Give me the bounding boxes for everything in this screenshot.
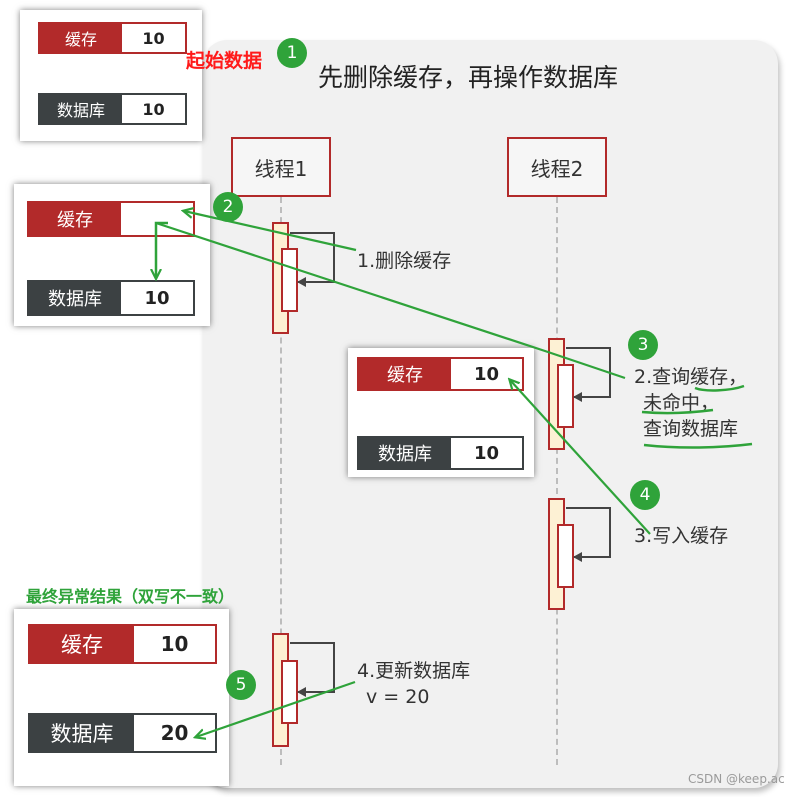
final-db-label: 数据库 [30, 715, 134, 751]
final-result-note: 最终异常结果（双写不一致） [26, 587, 235, 606]
step-4-label-line2: v = 20 [366, 686, 430, 708]
underline-query-cache [694, 384, 745, 392]
step-4-label-line1: 4.更新数据库 [357, 660, 471, 682]
step-badge-5: 5 [226, 670, 256, 700]
after-write-db-value: 10 [451, 438, 522, 468]
step-badge-4: 4 [630, 480, 660, 510]
initial-db-label: 数据库 [40, 95, 122, 123]
initial-cache-label: 缓存 [40, 24, 122, 52]
after-delete-cache-label: 缓存 [29, 203, 121, 235]
step-3-label: 3.写入缓存 [634, 525, 729, 547]
after-write-db-label: 数据库 [359, 438, 451, 468]
step-2-label-line2: 未命中， [643, 392, 720, 414]
step-2-label-line3: 查询数据库 [643, 418, 739, 440]
initial-cache-cell: 缓存 10 [38, 22, 187, 54]
arrow-cache-miss-down [156, 221, 168, 278]
state-card-initial: 缓存 10 数据库 10 [20, 10, 202, 141]
thread-2-lifeline [556, 197, 558, 765]
step-1-label: 1.删除缓存 [357, 250, 452, 272]
arrow-query-db [155, 221, 626, 380]
initial-db-value: 10 [122, 95, 185, 123]
state-card-final: 缓存 10 数据库 20 [14, 609, 229, 786]
underline-query-db [643, 442, 753, 449]
thread-2-box: 线程2 [507, 137, 607, 197]
self-call-arrow-2 [566, 347, 611, 402]
underline-miss [641, 408, 714, 415]
after-delete-db-cell: 数据库 10 [27, 280, 195, 316]
final-cache-cell: 缓存 10 [28, 624, 217, 664]
thread-2-label: 线程2 [530, 156, 584, 181]
step-badge-1: 1 [277, 38, 307, 68]
initial-data-note: 起始数据 [186, 50, 263, 72]
thread-1-label: 线程1 [254, 156, 308, 181]
diagram-title: 先删除缓存，再操作数据库 [318, 63, 619, 92]
initial-db-cell: 数据库 10 [38, 93, 187, 125]
watermark: CSDN @keep.ac [688, 772, 785, 786]
self-call-arrow-1 [290, 232, 335, 287]
thread-1-box: 线程1 [231, 137, 331, 197]
step-2-label-line1: 2.查询缓存， [634, 366, 748, 388]
arrow-update-db [196, 680, 356, 737]
state-card-after-write: 缓存 10 数据库 10 [348, 348, 534, 477]
final-cache-value: 10 [134, 626, 215, 662]
self-call-arrow-4 [290, 642, 335, 697]
after-delete-db-label: 数据库 [29, 282, 121, 314]
self-call-arrow-3 [566, 507, 611, 562]
state-card-after-delete: 缓存 数据库 10 [14, 184, 210, 326]
thread-1-lifeline [280, 197, 282, 765]
arrow-write-cache [510, 380, 651, 535]
step-badge-3: 3 [628, 330, 658, 360]
after-write-db-cell: 数据库 10 [357, 436, 524, 470]
step-badge-2: 2 [213, 192, 243, 222]
after-write-cache-label: 缓存 [359, 359, 451, 389]
after-delete-db-value: 10 [121, 282, 193, 314]
initial-cache-value: 10 [122, 24, 185, 52]
arrow-delete-cache [184, 211, 357, 252]
final-cache-label: 缓存 [30, 626, 134, 662]
